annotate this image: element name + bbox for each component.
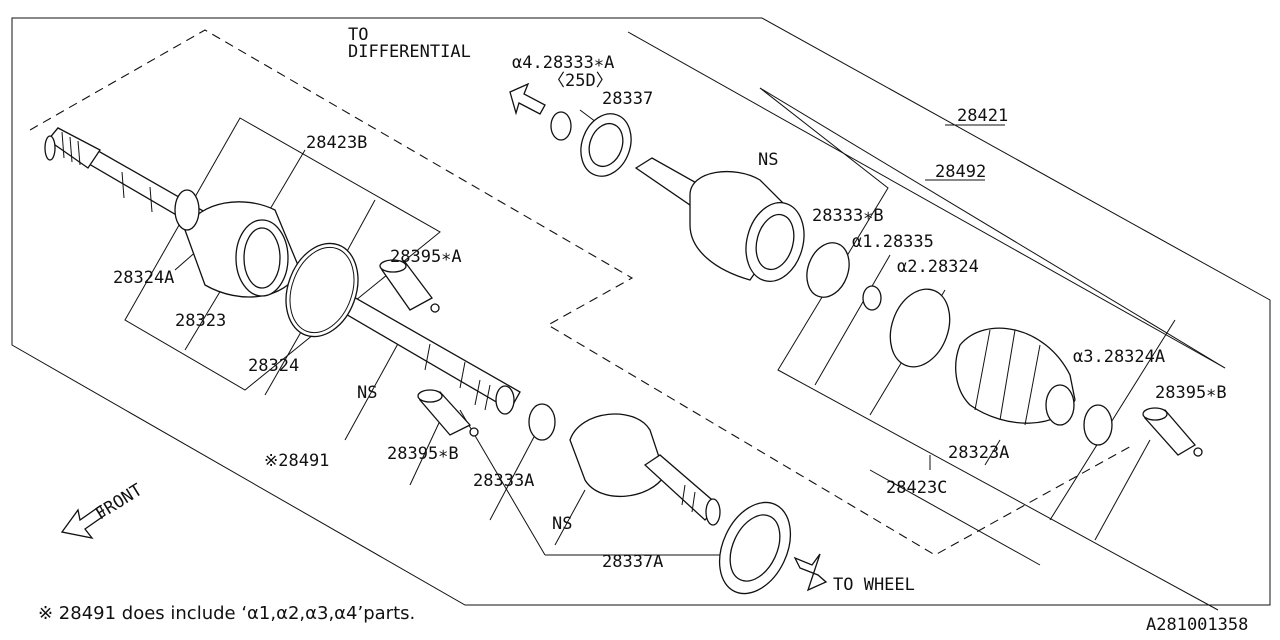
boot-band-28324-alpha2 <box>889 288 951 368</box>
label-to-differential-2: DIFFERENTIAL <box>348 42 471 62</box>
label-ns-middle: NS <box>357 383 377 403</box>
circlip-28333A <box>528 403 556 441</box>
label-28323A: 28323A <box>948 443 1009 463</box>
label-28333A: 28333A <box>473 471 534 491</box>
to-differential-arrow-icon <box>509 82 546 116</box>
inner-cv-joint <box>634 157 805 282</box>
group-frame-28423B <box>124 117 441 391</box>
label-size-25D: 〈25D〉 <box>548 71 613 91</box>
label-28333B: 28333∗B <box>812 206 884 226</box>
label-ns-upper: NS <box>758 150 778 170</box>
circlip-28333B <box>806 242 850 298</box>
kit-dashed-boundary <box>29 29 1134 556</box>
label-to-wheel: TO WHEEL <box>833 575 915 595</box>
label-28337: 28337 <box>602 89 653 109</box>
to-wheel-arrow-icon <box>793 553 828 592</box>
outer-cv-joint <box>569 413 721 526</box>
grease-tube-28395A <box>379 259 440 313</box>
seal-28337 <box>580 113 632 177</box>
grease-tube-28395B-right <box>1142 407 1203 457</box>
label-28395A: 28395∗A <box>390 247 462 267</box>
boot-band-28324 <box>285 242 359 338</box>
label-28333A-alpha4: α4.28333∗A <box>512 53 614 73</box>
label-28423C: 28423C <box>886 478 947 498</box>
label-28324-alpha2: α2.28324 <box>897 257 979 277</box>
circlip-28333A-alpha4 <box>550 111 572 141</box>
label-28324A-alpha3: α3.28324A <box>1073 347 1165 367</box>
label-28421: 28421 <box>957 106 1008 126</box>
inner-boot-28323A <box>955 327 1076 426</box>
label-28324: 28324 <box>248 356 299 376</box>
label-28395B-left: 28395∗B <box>387 444 459 464</box>
label-to-differential-1: TO <box>348 25 368 45</box>
label-28491: ※28491 <box>264 451 329 471</box>
diagram-code: A281001358 <box>1146 615 1248 635</box>
label-front: FRONT <box>92 480 146 524</box>
label-28492: 28492 <box>935 162 986 182</box>
front-arrow-icon <box>60 505 106 539</box>
grease-tube-28395B-left <box>417 389 479 437</box>
label-28423B: 28423B <box>306 133 367 153</box>
boot-band-28324A-alpha3 <box>1083 404 1113 446</box>
group-frame-28421 <box>627 31 1226 369</box>
dust-seal-28337A <box>718 501 792 595</box>
assembly-frame <box>11 17 1271 606</box>
label-28335: α1.28335 <box>852 232 934 252</box>
footnote: ※ 28491 does include ‘α1,α2,α3,α4’parts. <box>38 603 415 624</box>
inner-boot-28323 <box>174 189 301 298</box>
label-28323: 28323 <box>175 311 226 331</box>
label-28395B-right: 28395∗B <box>1155 383 1227 403</box>
label-28324A: 28324A <box>113 268 174 288</box>
label-ns-lower: NS <box>552 514 572 534</box>
circlip-28335 <box>862 285 882 311</box>
label-28337A: 28337A <box>602 552 663 572</box>
